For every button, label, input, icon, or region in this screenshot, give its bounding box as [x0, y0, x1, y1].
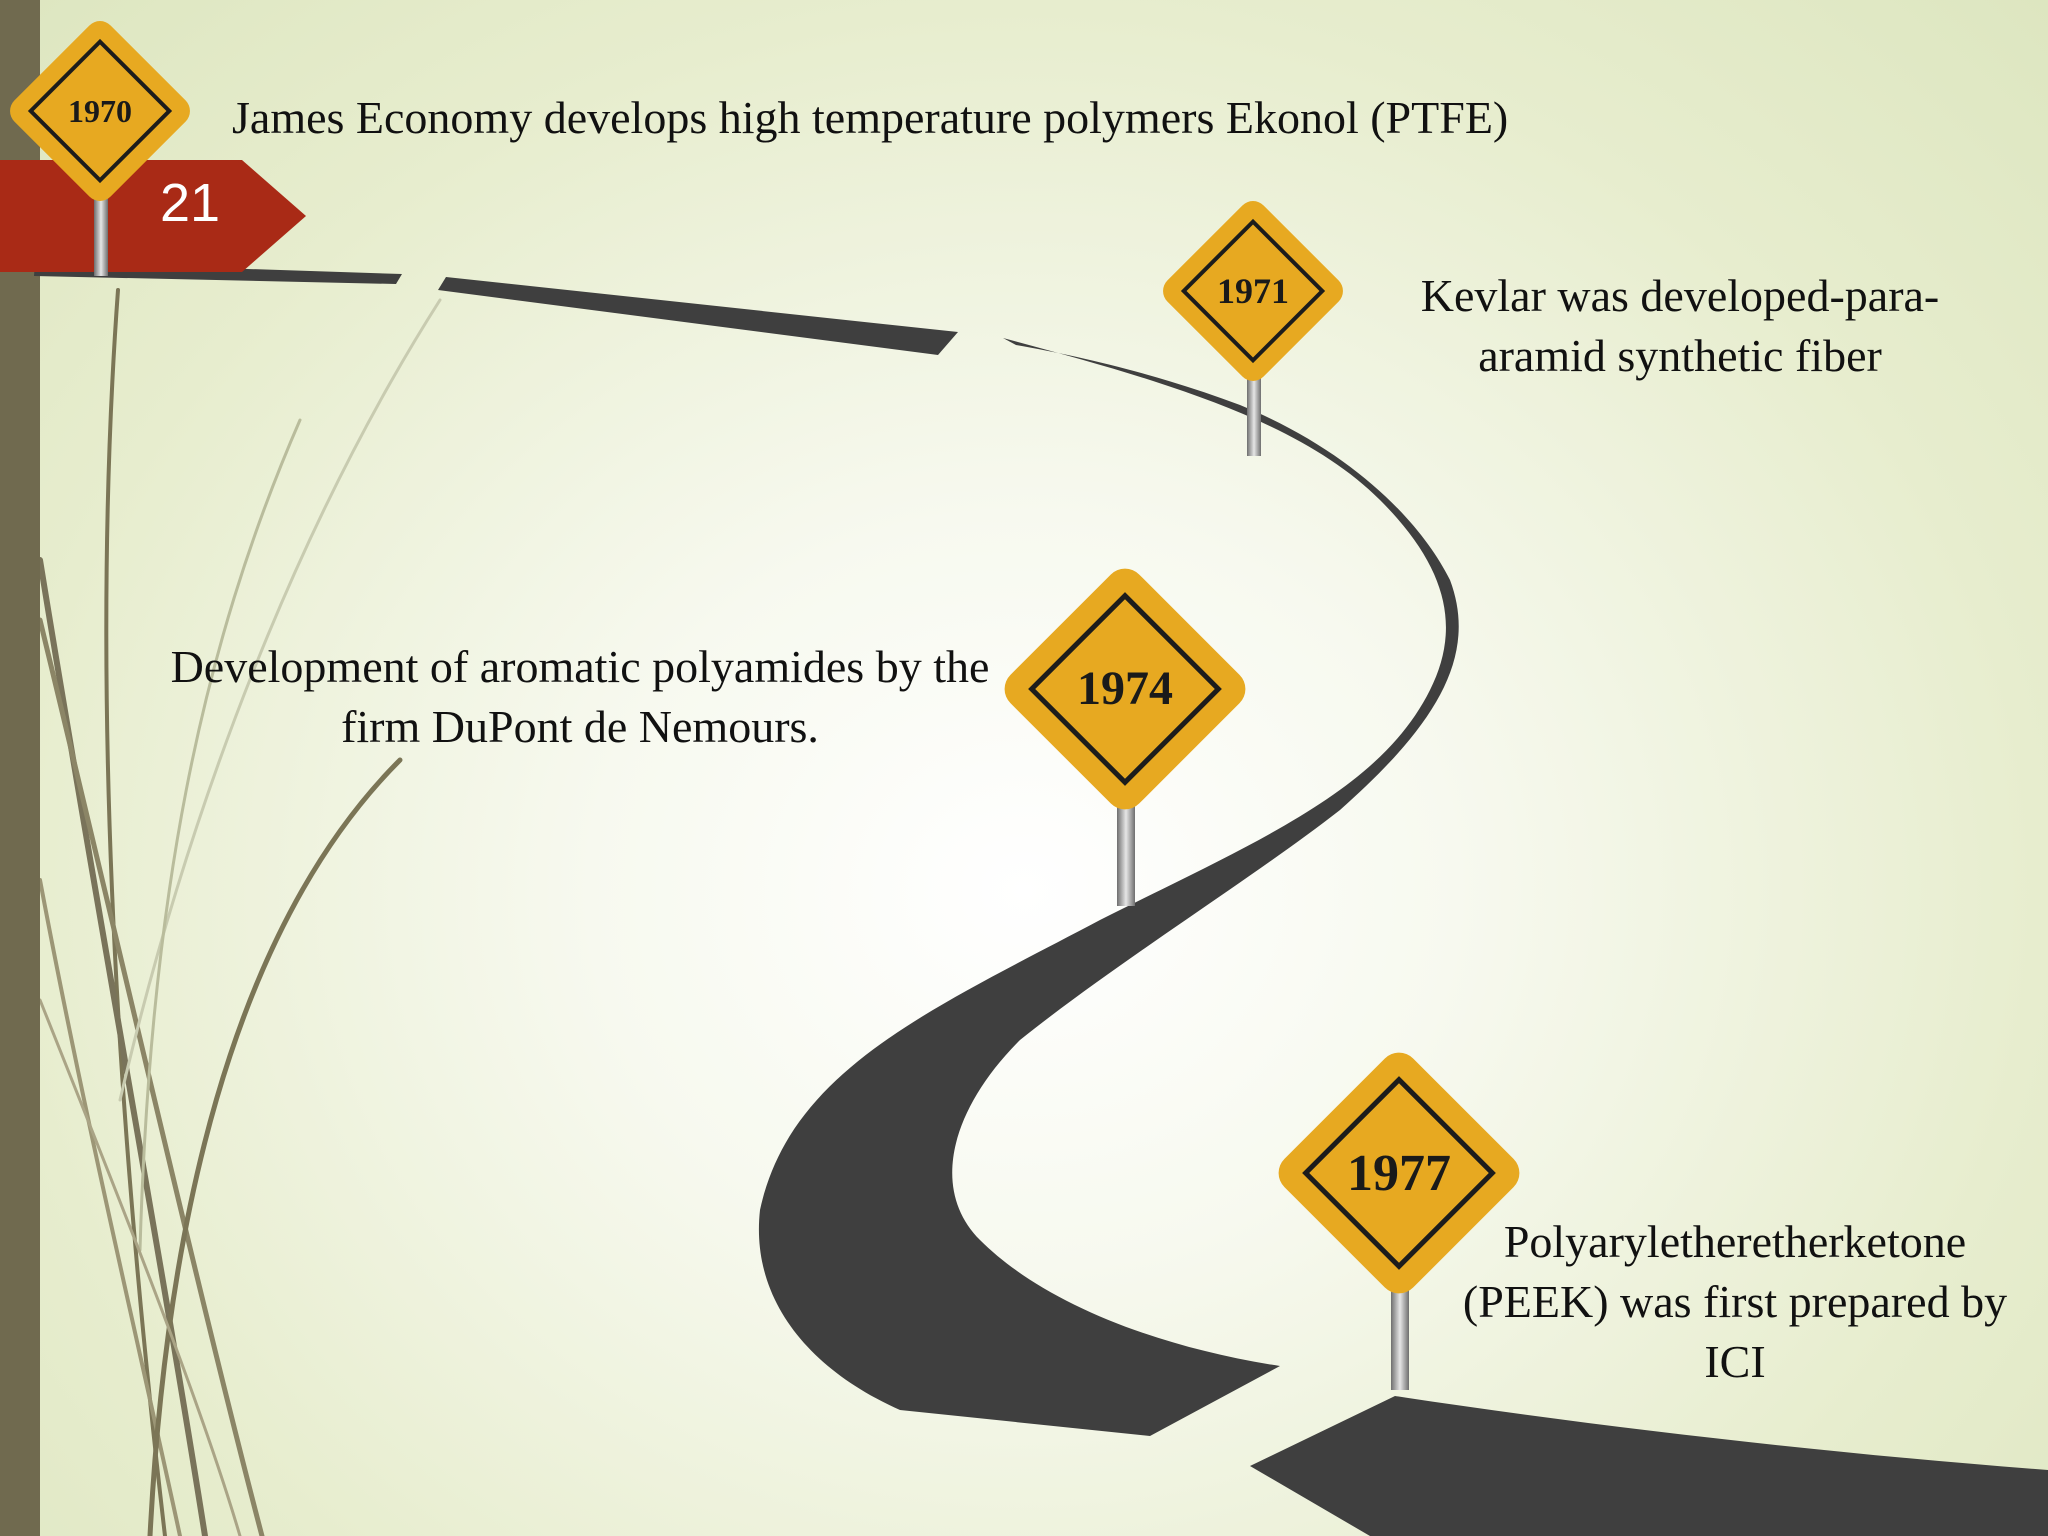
- sign-1977: 1977: [1278, 1052, 1520, 1390]
- sign-1971: 1971: [1163, 201, 1343, 456]
- sign-1970: 1970: [10, 21, 190, 276]
- page-number: 21: [159, 173, 221, 233]
- event-1974-text: Development of aromatic polyamides by th…: [170, 641, 990, 752]
- event-1970-text: James Economy develops high temperature …: [232, 92, 1509, 143]
- event-1977-text: Polyaryletheretherketone (PEEK) was firs…: [1462, 1216, 2008, 1387]
- event-1971-text: Kevlar was developed-para-aramid synthet…: [1420, 270, 1940, 381]
- sign-1977-year: 1977: [1347, 1145, 1451, 1202]
- sign-1970-year: 1970: [68, 93, 132, 129]
- sign-1974-year: 1974: [1077, 662, 1173, 715]
- page-number-tab: [0, 160, 306, 272]
- sign-1974: 1974: [1004, 568, 1246, 906]
- sign-1971-year: 1971: [1217, 271, 1289, 311]
